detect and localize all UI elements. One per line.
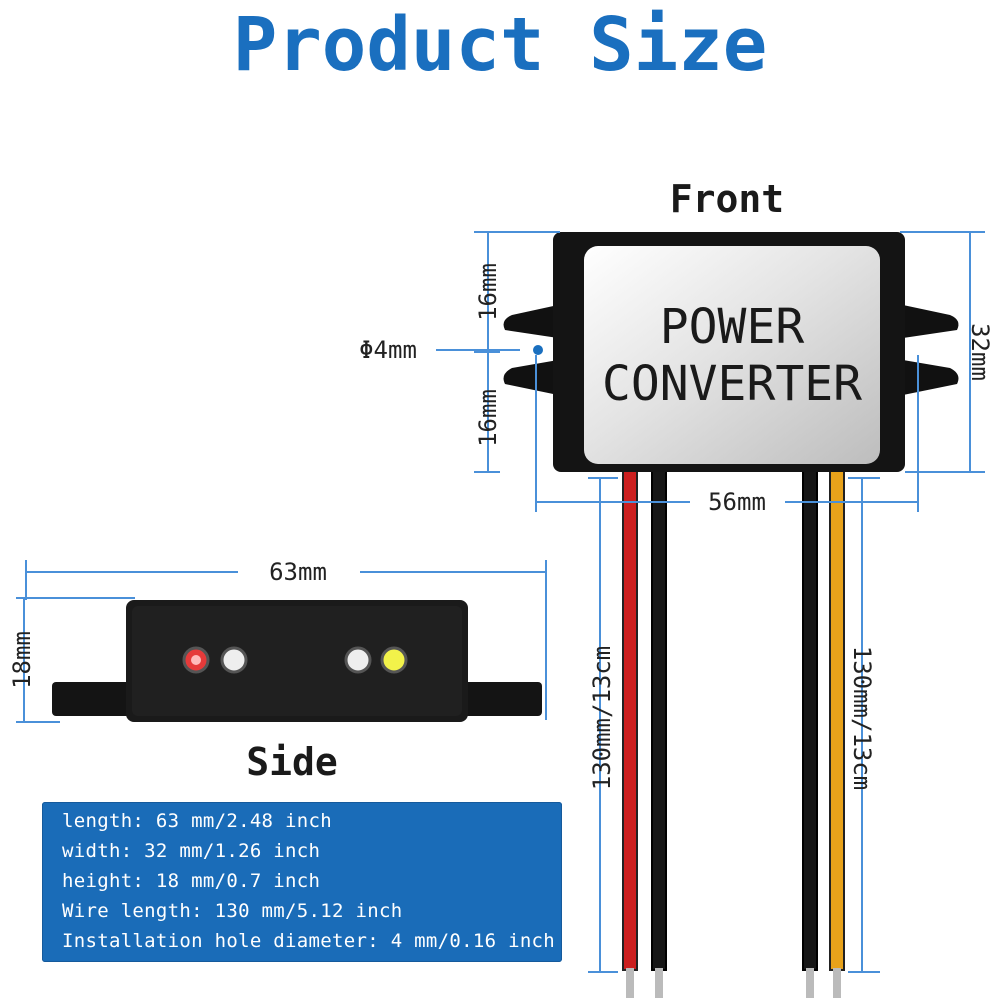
spec-box: length: 63 mm/2.48 inch width: 32 mm/1.2… (42, 802, 562, 962)
front-wires (622, 469, 845, 998)
side-length-label: 63mm (269, 558, 327, 586)
led-white-icon (220, 646, 248, 674)
converter-label-plate (584, 246, 880, 464)
dim-upper-height-label: 16mm (474, 263, 502, 321)
wire-red (622, 469, 638, 971)
side-height-label: 18mm (8, 631, 36, 689)
side-heading: Side (246, 740, 338, 784)
converter-label-line2: CONVERTER (602, 356, 862, 412)
dim-wire-left-label: 130mm/13cm (588, 646, 616, 791)
dim-width-label: 56mm (708, 488, 766, 516)
dim-lower-height-label: 16mm (474, 389, 502, 447)
led-white-icon (344, 646, 372, 674)
spec-width: width: 32 mm/1.26 inch (62, 840, 321, 862)
front-dimension-lines (436, 231, 985, 973)
spec-height: height: 18 mm/0.7 inch (62, 870, 321, 892)
wire-black-left (651, 469, 667, 971)
spec-length: length: 63 mm/2.48 inch (62, 810, 332, 832)
spec-hole-diameter: Installation hole diameter: 4 mm/0.16 in… (62, 930, 556, 952)
front-heading: Front (670, 177, 784, 221)
side-body (52, 600, 542, 722)
side-dimension-lines (16, 560, 547, 723)
wire-black-right (802, 469, 818, 971)
led-yellow-icon (380, 646, 408, 674)
dim-hole-label: Φ4mm (359, 336, 417, 364)
side-wire-holes (182, 646, 408, 674)
hole-marker-icon (533, 345, 543, 355)
converter-label-line1: POWER (660, 299, 805, 355)
dim-height-label: 32mm (966, 323, 994, 381)
spec-wire-length: Wire length: 130 mm/5.12 inch (62, 900, 403, 922)
front-mounting-tabs (503, 305, 959, 395)
wire-yellow (829, 469, 845, 971)
page-title: Product Size (232, 2, 768, 88)
dim-wire-right-label: 130mm/13cm (848, 646, 876, 791)
